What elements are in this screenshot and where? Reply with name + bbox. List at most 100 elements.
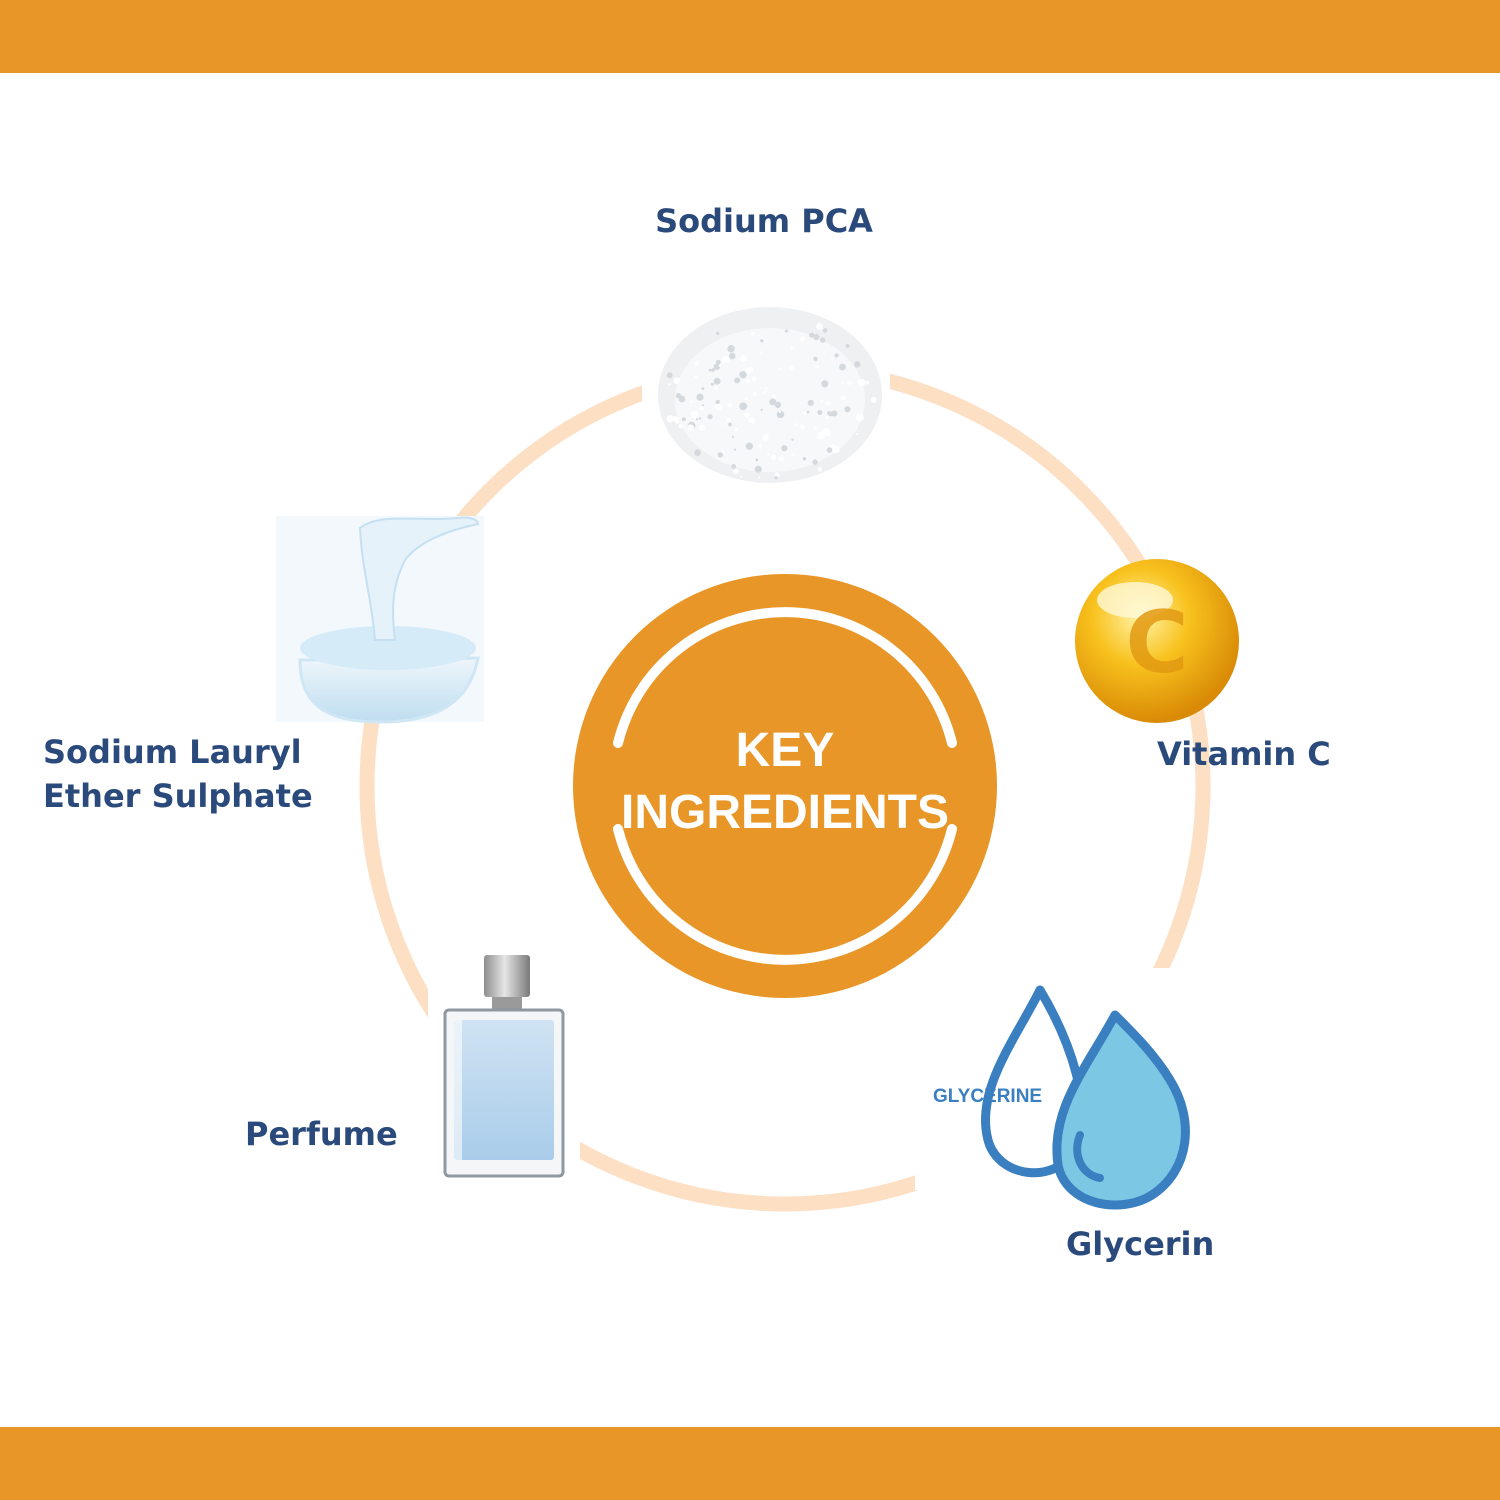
salt-speck	[809, 332, 815, 338]
salt-speck	[715, 399, 720, 405]
salt-speck	[717, 452, 724, 458]
salt-speck	[844, 406, 851, 413]
salt-speck	[845, 343, 850, 348]
salt-speck	[834, 353, 839, 358]
salt-speck	[813, 333, 820, 341]
salt-speck	[778, 410, 782, 413]
salt-speck	[841, 382, 845, 385]
salt-speck	[727, 345, 735, 353]
salt-speck	[774, 401, 782, 409]
salt-speck	[815, 365, 819, 369]
salt-speck	[731, 435, 735, 439]
salt-speck	[865, 380, 869, 385]
salt-speck	[769, 398, 777, 406]
salt-speck	[713, 377, 721, 385]
center-title-line2: INGREDIENTS	[621, 786, 949, 839]
salt-speck	[724, 423, 727, 426]
salt-speck	[726, 417, 732, 422]
salt-speck	[673, 377, 681, 385]
salt-speck	[759, 351, 762, 354]
salt-speck	[733, 448, 736, 451]
perfume-bottle-icon	[428, 935, 580, 1185]
salt-speck	[696, 393, 704, 401]
salt-speck	[691, 410, 699, 419]
salt-speck	[668, 382, 671, 386]
salt-speck	[694, 449, 701, 457]
salt-speck	[731, 464, 737, 469]
salt-speck	[727, 403, 732, 408]
salt-speck	[744, 396, 748, 401]
salt-speck	[778, 367, 782, 371]
salt-speck	[822, 328, 828, 333]
salt-speck	[758, 476, 761, 479]
salt-speck	[778, 456, 785, 462]
salt-speck	[770, 454, 777, 460]
salt-speck	[800, 424, 805, 430]
salt-speck	[681, 417, 686, 422]
salt-speck	[831, 410, 838, 417]
salt-speck	[772, 395, 777, 399]
salt-speck	[708, 368, 712, 372]
salt-speck	[696, 418, 699, 421]
salt-speck	[847, 380, 852, 385]
salt-speck	[744, 379, 748, 382]
salt-speck	[823, 428, 830, 435]
salt-speck	[733, 468, 739, 475]
vitamin-c-capsule-icon: C	[1075, 559, 1239, 723]
svg-text:C: C	[1125, 593, 1188, 693]
salt-speck	[750, 332, 755, 336]
salt-speck	[675, 393, 682, 399]
salt-speck	[854, 361, 861, 368]
salt-speck	[716, 331, 720, 336]
salt-speck	[807, 399, 814, 406]
center-title-line1: KEY	[736, 724, 835, 777]
salt-speck	[762, 434, 769, 441]
salt-speck	[728, 422, 732, 427]
salt-speck	[744, 412, 750, 418]
salt-speck	[757, 444, 762, 448]
salt-speck	[821, 380, 829, 388]
salt-speck	[714, 386, 718, 391]
label-perfume: Perfume	[245, 1115, 398, 1153]
salt-speck	[789, 365, 794, 370]
salt-speck	[710, 382, 714, 386]
salt-speck	[820, 337, 826, 343]
salt-speck	[739, 402, 748, 411]
salt-speck	[813, 356, 818, 362]
salt-speck	[802, 457, 807, 461]
salt-speck	[806, 410, 810, 414]
salt-speck	[715, 359, 721, 365]
bottom-band	[0, 1427, 1500, 1500]
salt-speck	[674, 419, 680, 424]
salt-speck	[734, 377, 741, 384]
center-badge	[573, 574, 997, 998]
salt-speck	[698, 424, 705, 431]
salt-speck	[870, 397, 877, 403]
salt-speck	[760, 339, 764, 343]
salt-speck	[666, 372, 673, 379]
salt-speck	[825, 400, 831, 407]
salt-speck	[751, 376, 757, 382]
salt-speck	[784, 329, 789, 333]
salt-speck	[666, 415, 674, 423]
salt-speck	[728, 352, 736, 360]
salt-speck	[754, 465, 762, 473]
salt-speck	[825, 415, 830, 419]
salt-speck	[816, 431, 825, 440]
salt-speck	[745, 442, 753, 450]
salt-speck	[694, 361, 700, 366]
salt-speck	[752, 391, 757, 396]
salt-speck	[744, 367, 751, 374]
salt-speck	[839, 363, 846, 371]
salt-speck	[814, 427, 817, 430]
salt-speck	[827, 411, 832, 416]
salt-speck	[791, 452, 796, 457]
label-glycerin: Glycerin	[1066, 1225, 1214, 1263]
salt-speck	[702, 404, 704, 407]
salt-speck	[763, 391, 766, 394]
label-sles-line2: Ether Sulphate	[43, 777, 313, 815]
salt-speck	[855, 413, 864, 422]
salt-speck	[781, 445, 788, 452]
label-sodium-pca: Sodium PCA	[655, 202, 873, 240]
